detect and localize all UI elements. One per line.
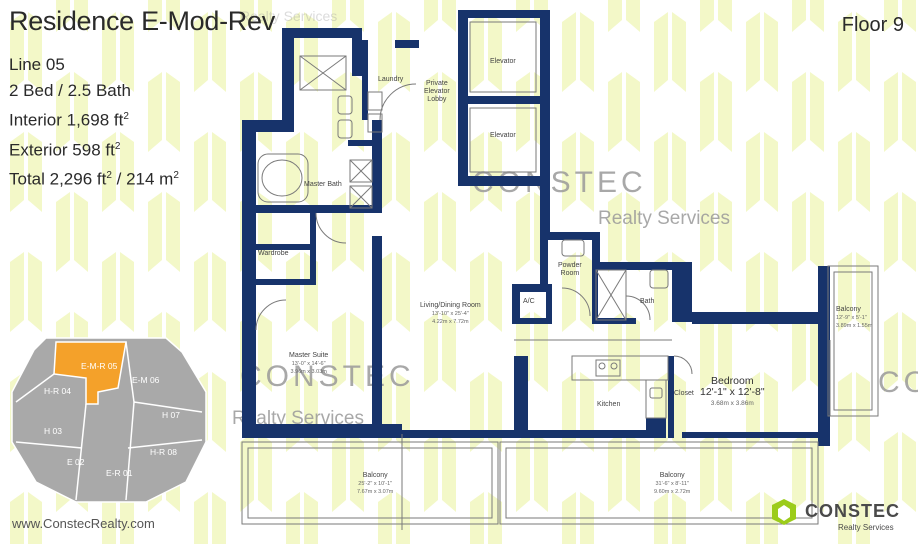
balcony-left-name: Balcony bbox=[362, 472, 388, 479]
living-dim-imperial: 13'-10" x 25'-4" bbox=[431, 311, 469, 317]
room-ac: A/C bbox=[523, 298, 535, 305]
key-selected-unit bbox=[53, 341, 127, 405]
bedroom-name: Bedroom bbox=[710, 375, 754, 387]
balcony-left-dim-metric: 7.67m x 3.07m bbox=[357, 489, 394, 495]
key-plan-shapes bbox=[11, 337, 207, 503]
master-suite-dim-metric: 3.96m x 3.03m bbox=[290, 369, 327, 375]
spec-exterior-exp: 2 bbox=[114, 140, 121, 152]
bedroom-dim-imperial: 12'-1" x 12'-8" bbox=[700, 386, 765, 398]
balcony-left-dim-imperial: 25'-2" x 10'-1" bbox=[358, 481, 393, 487]
spec-total-exp-2: 2 bbox=[173, 170, 179, 182]
room-master-bath: Master Bath bbox=[304, 181, 342, 188]
spec-exterior-text: Exterior 598 ft bbox=[9, 140, 115, 160]
spec-total: Total 2,296 ft2 / 214 m2 bbox=[9, 163, 179, 193]
powder-line-2: Room bbox=[560, 270, 580, 277]
lobby-line-3: Lobby bbox=[427, 96, 447, 103]
room-laundry: Laundry bbox=[378, 76, 404, 83]
website-link[interactable]: www.ConstecRealty.com bbox=[12, 516, 155, 531]
bedroom-dim-metric: 3.68m x 3.86m bbox=[710, 400, 754, 407]
spec-interior: Interior 1,698 ft2 bbox=[9, 104, 179, 134]
spec-line: Line 05 bbox=[9, 55, 65, 74]
spec-exterior: Exterior 598 ft2 bbox=[9, 134, 179, 164]
room-balcony-left: Balcony 25'-2" x 10'-1" 7.67m x 3.07m bbox=[357, 472, 393, 496]
spec-interior-text: Interior 1,698 ft bbox=[9, 110, 124, 130]
master-suite-dim-imperial: 13'-0" x 14'-6" bbox=[291, 361, 326, 367]
room-bath: Bath bbox=[640, 298, 655, 305]
key-label-h07: H 07 bbox=[162, 410, 180, 420]
master-suite-name: Master Suite bbox=[289, 352, 329, 359]
unit-specs: Line 05 2 Bed / 2.5 Bath Interior 1,698 … bbox=[9, 52, 179, 193]
room-powder: Powder Room bbox=[558, 262, 582, 278]
watermark-faint-top: Realty Services bbox=[240, 8, 338, 24]
detail-lines bbox=[241, 21, 879, 530]
room-lobby: Private Elevator Lobby bbox=[424, 80, 450, 104]
spec-interior-exp: 2 bbox=[123, 111, 129, 122]
logo-subtext: Realty Services bbox=[838, 523, 894, 532]
key-label-hr04: H-R 04 bbox=[44, 386, 71, 396]
key-label-selected: E-M-R 05 bbox=[81, 361, 118, 371]
floor-label: Floor 9 bbox=[841, 14, 904, 36]
spec-total-mid: / 214 m bbox=[111, 169, 174, 189]
room-balcony-mid: Balcony 31'-6" x 8'-11" 9.60m x 2.72m bbox=[654, 472, 690, 496]
watermark-sub-2: Realty Services bbox=[232, 408, 364, 429]
lobby-line-2: Elevator bbox=[424, 88, 450, 95]
balcony-right-dim-imperial: 12'-9" x 5'-1" bbox=[836, 315, 867, 321]
key-label-hr08: H-R 08 bbox=[150, 447, 177, 457]
room-master-suite: Master Suite 13'-0" x 14'-6" 3.96m x 3.0… bbox=[289, 352, 328, 376]
walls bbox=[242, 10, 830, 446]
room-kitchen: Kitchen bbox=[597, 401, 621, 408]
key-label-h03: H 03 bbox=[44, 426, 62, 436]
balcony-right-name: Balcony bbox=[836, 306, 861, 313]
balcony-mid-dim-metric: 9.60m x 2.72m bbox=[654, 489, 691, 495]
key-label-em06: E-M 06 bbox=[132, 375, 160, 385]
page-title: Residence E-Mod-Rev bbox=[9, 6, 275, 36]
spec-total-text: Total 2,296 ft bbox=[9, 169, 107, 189]
key-label-e02: E 02 bbox=[67, 457, 85, 467]
spec-total-exp: 2 bbox=[106, 170, 112, 182]
constec-logo-icon bbox=[772, 499, 796, 525]
lobby-line-1: Private bbox=[425, 80, 448, 87]
key-label-er01: E-R 01 bbox=[106, 468, 133, 478]
room-elevator-top: Elevator bbox=[490, 58, 516, 65]
key-plan bbox=[11, 337, 207, 503]
watermark-sub: Realty Services bbox=[598, 208, 730, 229]
room-elevator-bottom: Elevator bbox=[490, 132, 516, 139]
balcony-right-dim-metric: 3.89m x 1.55m bbox=[836, 323, 873, 329]
room-balcony-right: Balcony 12'-9" x 5'-1" 3.89m x 1.55m bbox=[836, 306, 872, 330]
balcony-mid-name: Balcony bbox=[659, 472, 685, 479]
powder-line-1: Powder bbox=[558, 262, 582, 269]
living-dim-metric: 4.22m x 7.72m bbox=[432, 319, 469, 325]
watermark-brand-2: CONSTEC bbox=[240, 360, 415, 393]
spec-beds-baths: 2 Bed / 2.5 Bath bbox=[9, 81, 131, 100]
room-bedroom: Bedroom 12'-1" x 12'-8" 3.68m x 3.86m bbox=[700, 376, 765, 409]
balcony-mid-dim-imperial: 31'-6" x 8'-11" bbox=[655, 481, 689, 487]
living-name: Living/Dining Room bbox=[420, 302, 481, 309]
room-wardrobe: Wardrobe bbox=[258, 250, 289, 257]
room-closet: Closet bbox=[674, 390, 694, 397]
logo-text: CONSTEC bbox=[805, 501, 901, 521]
watermark-brand-3: CONSTEC bbox=[878, 366, 918, 399]
room-living: Living/Dining Room 13'-10" x 25'-4" 4.22… bbox=[420, 302, 481, 326]
